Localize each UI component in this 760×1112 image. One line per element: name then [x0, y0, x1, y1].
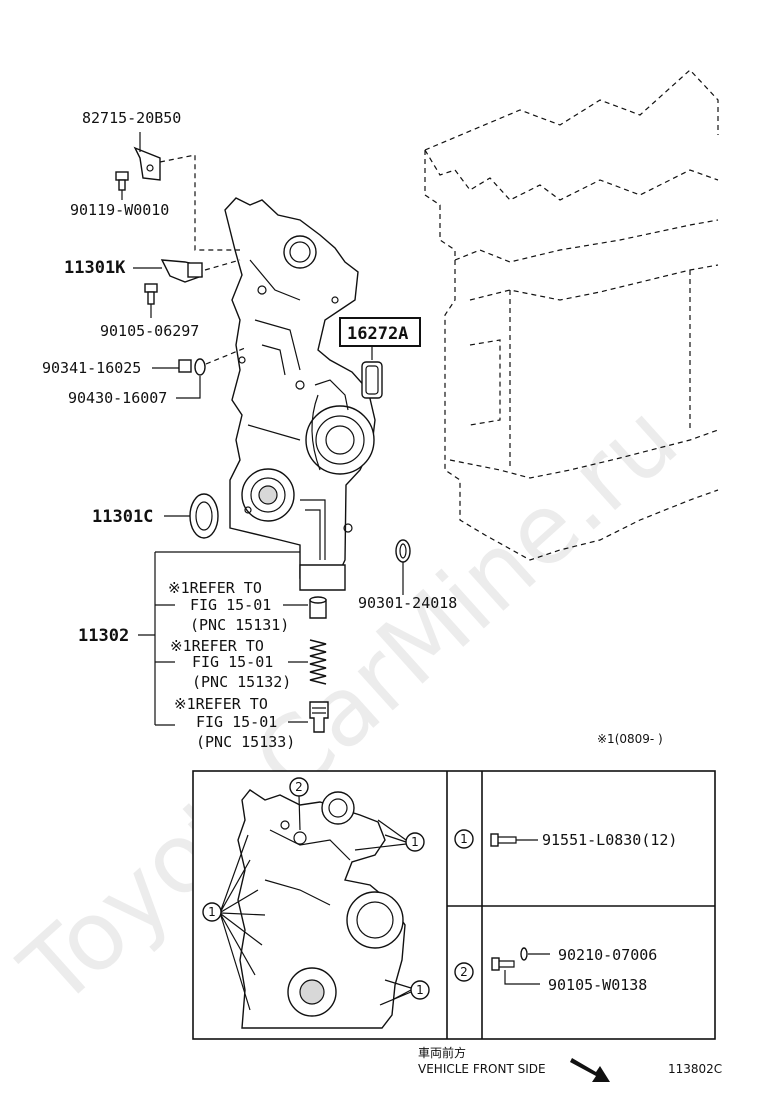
refer-note-1-line3: (PNC 15131) [190, 616, 289, 634]
row1-number: 1 [460, 832, 468, 846]
label-90105-06297: 90105-06297 [100, 322, 199, 340]
label-90430: 90430-16007 [68, 389, 167, 407]
row2-part-number-a: 90210-07006 [558, 946, 657, 964]
direction-label-en: VEHICLE FRONT SIDE [418, 1062, 546, 1076]
label-11302: 11302 [78, 626, 129, 646]
oil-seal-11301C [164, 493, 219, 539]
inset-callout-1-left: 1 [208, 905, 216, 919]
relief-valve-plug [309, 701, 329, 733]
row2-number: 2 [460, 965, 468, 979]
refer-note-1-line2: FIG 15-01 [190, 596, 271, 614]
leader-11302 [138, 551, 308, 726]
gasket-90430 [176, 347, 246, 399]
inset-callout-1-top: 1 [411, 835, 419, 849]
label-11301C: 11301C [92, 507, 153, 527]
inset-callout-1-bottom: 1 [416, 983, 424, 997]
inset-callout-2: 2 [295, 780, 303, 794]
sensor-11301K [133, 259, 241, 283]
label-82715: 82715-20B50 [82, 109, 181, 127]
o-ring-90301 [395, 539, 411, 595]
refer-note-3-line1: ※1REFER TO [174, 695, 268, 713]
label-90119: 90119-W0010 [70, 201, 169, 219]
label-90341: 90341-16025 [42, 359, 141, 377]
timing-chain-cover [224, 197, 376, 591]
refer-note-3-line3: (PNC 15133) [196, 733, 295, 751]
refer-note-2-line1: ※1REFER TO [170, 637, 264, 655]
vehicle-front-arrow-icon [570, 1058, 610, 1082]
bolt-location-inset: 2 1 1 1 1 91551-L0830(12) 2 90210-07006 … [192, 770, 716, 1040]
row2-part-number-b: 90105-W0138 [548, 976, 647, 994]
bracket-82715 [133, 132, 240, 251]
relief-valve-spring [309, 639, 327, 685]
applicability-note: ※1(0809- ) [597, 732, 663, 746]
label-90301: 90301-24018 [358, 594, 457, 612]
direction-label-jp: 車両前方 [418, 1045, 466, 1060]
bolt-90119 [115, 171, 129, 200]
engine-block-outline [424, 69, 719, 561]
label-16272A: 16272A [347, 324, 408, 344]
bolt-90105-06297 [144, 283, 158, 318]
figure-code: 113802C [668, 1062, 722, 1076]
relief-valve-plunger [309, 596, 327, 619]
refer-note-1-line1: ※1REFER TO [168, 579, 262, 597]
refer-note-2-line2: FIG 15-01 [192, 653, 273, 671]
plug-90341 [152, 359, 192, 373]
refer-note-2-line3: (PNC 15132) [192, 673, 291, 691]
refer-note-3-line2: FIG 15-01 [196, 713, 277, 731]
row1-part-number: 91551-L0830(12) [542, 831, 677, 849]
label-11301K: 11301K [64, 258, 126, 278]
gasket-16272A [339, 317, 421, 399]
